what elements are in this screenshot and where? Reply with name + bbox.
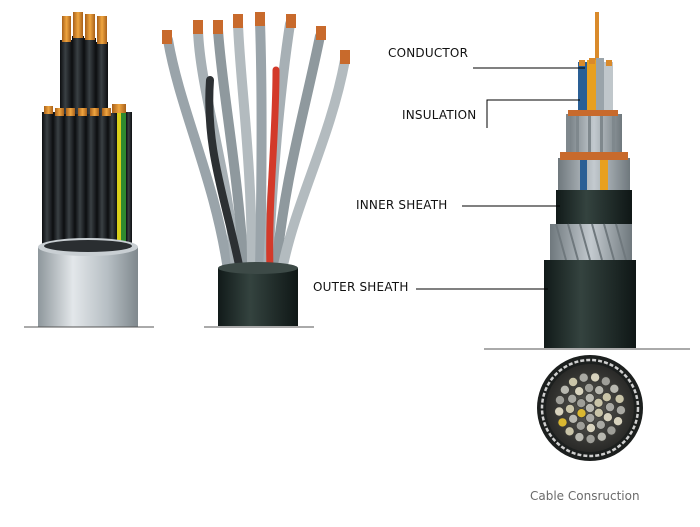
cross-section-core <box>595 419 606 430</box>
cross-section-core <box>559 384 570 395</box>
cable-cross-section <box>537 355 643 461</box>
cross-section-core <box>585 422 596 433</box>
splayed-pairs <box>163 17 350 275</box>
outer-sheath <box>544 260 636 348</box>
cross-section-core <box>605 402 616 413</box>
cross-section-core <box>584 392 595 403</box>
cross-section-core <box>596 431 607 442</box>
earth-core-green <box>121 112 126 247</box>
cross-section-core <box>593 407 604 418</box>
cross-section-core <box>615 405 626 416</box>
cross-section-core <box>568 376 579 387</box>
core-layer-middle <box>566 110 622 154</box>
cross-section-core <box>585 402 596 413</box>
cable-twisted-pairs <box>162 12 350 328</box>
armour-layer <box>550 223 632 261</box>
cross-section-core <box>594 385 605 396</box>
cross-section-core <box>568 413 579 424</box>
label-outer-sheath: OUTER SHEATH <box>313 280 409 294</box>
earth-core-yellow <box>117 112 124 247</box>
cross-section-core <box>575 420 586 431</box>
cable-multicore-black <box>24 12 154 328</box>
cross-section-core <box>601 392 612 403</box>
pair-copper-tips <box>162 12 350 64</box>
cross-section-core <box>609 383 620 394</box>
label-conductor: CONDUCTOR <box>388 46 469 60</box>
label-inner-sheath: INNER SHEATH <box>356 198 448 212</box>
cross-section-core <box>576 408 587 419</box>
cross-section-core <box>565 403 576 414</box>
cross-section-core <box>593 397 604 408</box>
cross-section-core <box>614 393 625 404</box>
cross-section-core <box>574 386 585 397</box>
cross-section-core <box>585 433 596 444</box>
cable-layered-construction <box>416 12 690 461</box>
core-layer-outer <box>558 152 630 190</box>
core-layer-top <box>578 58 613 112</box>
cross-section-core <box>555 395 566 406</box>
cross-section-core <box>606 425 617 436</box>
cross-section-core <box>584 382 595 393</box>
cross-section-core <box>590 372 601 383</box>
leader-lines <box>416 67 585 290</box>
figure-caption: Cable Consruction <box>530 489 640 503</box>
cross-section-core <box>564 426 575 437</box>
label-insulation: INSULATION <box>402 108 477 122</box>
cross-section-core <box>600 376 611 387</box>
cross-section-core <box>574 432 585 443</box>
cross-section-core <box>602 412 613 423</box>
grey-outer-jacket <box>38 238 138 327</box>
inner-sheath <box>556 190 632 224</box>
cross-section-core <box>578 372 589 383</box>
cross-section-core <box>567 393 578 404</box>
outer-core-ring <box>42 104 132 247</box>
leader-insulation <box>486 99 580 128</box>
cross-section-core <box>554 406 565 417</box>
black-outer-sheath-2 <box>218 262 298 326</box>
cross-section-core <box>585 412 596 423</box>
cross-section-cores <box>554 372 626 444</box>
central-conductor <box>595 12 599 62</box>
cross-section-core <box>557 417 568 428</box>
upper-core-bundle <box>60 12 108 120</box>
cross-section-core <box>613 416 624 427</box>
cross-section-core <box>576 398 587 409</box>
